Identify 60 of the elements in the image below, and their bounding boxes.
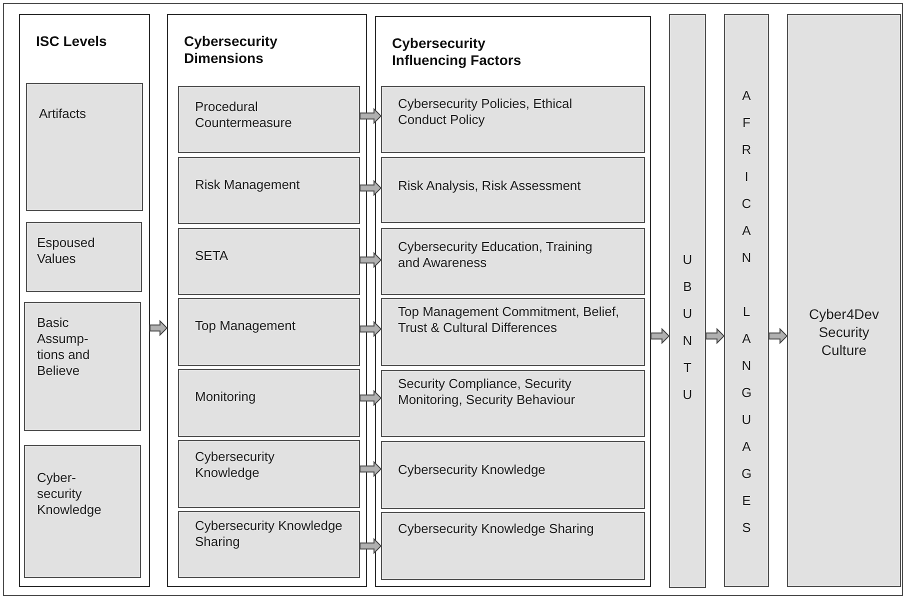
process-box xyxy=(178,298,360,366)
column-panel xyxy=(167,14,367,587)
block-arrow xyxy=(768,328,788,344)
box-label: Cybersecurity Knowledge Sharing xyxy=(195,518,344,550)
block-arrow xyxy=(360,390,382,406)
box-label: Risk Management xyxy=(195,177,301,193)
process-box xyxy=(26,222,142,292)
block-arrow xyxy=(360,320,382,338)
box-label: Artifacts xyxy=(39,106,87,122)
vertical-label: LANGUAGES xyxy=(740,303,764,537)
process-box xyxy=(178,228,360,295)
block-arrow xyxy=(650,328,670,344)
box-label: Security Compliance, Security Monitoring, Security Behaviour xyxy=(398,376,576,408)
block-arrow xyxy=(360,538,382,554)
vertical-bar xyxy=(724,14,769,587)
process-box xyxy=(381,86,645,153)
vertical-label: UBUNTU xyxy=(682,251,704,404)
box-label: Cybersecurity Knowledge Sharing xyxy=(398,521,595,537)
process-box xyxy=(381,157,645,223)
process-box xyxy=(178,369,360,437)
block-arrow xyxy=(150,320,168,336)
column-panel xyxy=(19,14,150,587)
box-label: Cyber4Dev Security Culture xyxy=(808,305,880,359)
vertical-label: AFRICAN xyxy=(740,87,764,267)
column-panel xyxy=(375,16,651,587)
box-label: Cybersecurity Knowledge xyxy=(398,462,546,478)
process-box xyxy=(381,370,645,437)
box-label: Monitoring xyxy=(195,389,257,405)
box-label: Top Management xyxy=(195,318,296,334)
block-arrow xyxy=(360,108,382,124)
block-arrow xyxy=(360,460,382,478)
process-box xyxy=(381,298,645,366)
block-arrow xyxy=(360,180,382,196)
vertical-bar xyxy=(669,14,706,588)
box-label: Cybersecurity Education, Training and Awareness xyxy=(398,239,594,271)
result-box xyxy=(787,14,901,587)
column-heading: Cybersecurity Dimensions xyxy=(184,33,278,67)
block-arrow xyxy=(360,252,382,268)
process-box xyxy=(178,86,360,153)
column-heading: ISC Levels xyxy=(36,33,108,50)
box-label: Basic Assump- tions and Believe xyxy=(37,315,91,379)
block-arrow xyxy=(706,328,725,344)
process-box xyxy=(178,440,360,508)
process-box xyxy=(381,441,645,509)
process-box xyxy=(24,302,141,431)
box-label: Espoused Values xyxy=(37,235,96,267)
box-label: Procedural Countermeasure xyxy=(195,99,293,131)
box-label: Cybersecurity Knowledge xyxy=(195,449,276,481)
process-box xyxy=(26,83,143,211)
process-box xyxy=(24,445,141,578)
box-label: Cyber- security Knowledge xyxy=(37,470,102,518)
process-box xyxy=(178,157,360,224)
box-label: Cybersecurity Policies, Ethical Conduct Policy xyxy=(398,96,574,128)
process-box xyxy=(381,228,645,295)
box-label: Top Management Commitment, Belief, Trust & Cultural Differences xyxy=(398,304,620,336)
column-heading: Cybersecurity Influencing Factors xyxy=(392,35,522,69)
box-label: SETA xyxy=(195,248,229,264)
process-box xyxy=(178,511,360,578)
box-label: Risk Analysis, Risk Assessment xyxy=(398,178,582,194)
process-box xyxy=(381,512,645,580)
